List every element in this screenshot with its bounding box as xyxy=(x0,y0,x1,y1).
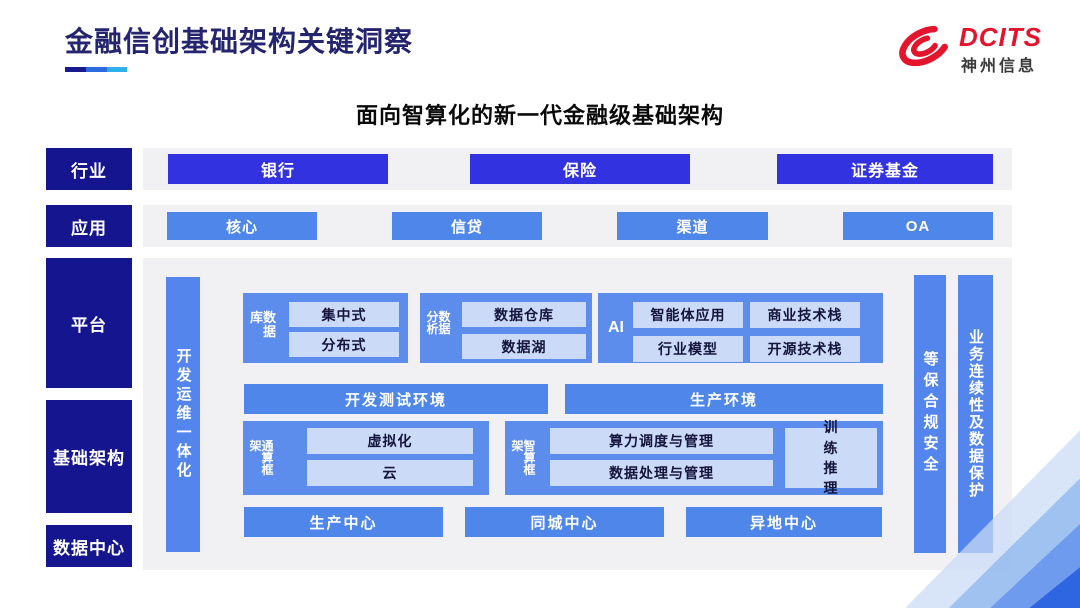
compute-item-virtualization: 虚拟化 xyxy=(307,428,473,454)
application-item-oa: OA xyxy=(843,212,993,240)
compliance-security-bar: 等保合规安全 xyxy=(914,275,946,553)
row-label-platform: 平台 xyxy=(46,258,132,388)
application-item-credit: 信贷 xyxy=(392,212,542,240)
application-item-core: 核心 xyxy=(167,212,317,240)
ai-item-industry-model: 行业模型 xyxy=(633,336,743,362)
row-label-application: 应用 xyxy=(46,205,132,247)
industry-item-bank: 银行 xyxy=(168,154,388,184)
env-bar-production: 生产环境 xyxy=(565,384,883,414)
ai-compute-group: 智算框架 算力调度与管理 数据处理与管理 训练推理 xyxy=(505,419,883,496)
continuity-protection-label: 业务连续性及数据保护 xyxy=(967,329,984,499)
ai-group-label: AI xyxy=(608,319,624,336)
center-bar-remote: 异地中心 xyxy=(686,507,882,537)
general-compute-group: 通算框架 虚拟化 云 xyxy=(243,421,489,495)
env-bar-devtest: 开发测试环境 xyxy=(244,384,548,414)
center-bar-same-city: 同城中心 xyxy=(465,507,664,537)
analytics-item-data-warehouse: 数据仓库 xyxy=(462,302,586,327)
row-label-infrastructure: 基础架构 xyxy=(46,400,132,513)
training-inference-label: 训练推理 xyxy=(823,419,839,497)
aicompute-item-training-inference: 训练推理 xyxy=(785,419,877,496)
ai-item-opensource-stack: 开源技术栈 xyxy=(750,336,860,362)
logo-brand-text: DCITS xyxy=(959,22,1042,52)
logo-swirl-icon xyxy=(899,25,951,67)
general-compute-group-label: 通算框架 xyxy=(248,439,274,476)
center-bar-production: 生产中心 xyxy=(244,507,443,537)
data-analytics-group-label: 数据分析 xyxy=(425,310,451,335)
ai-item-commercial-stack: 商业技术栈 xyxy=(750,302,860,328)
data-analytics-group: 数据分析 数据仓库 数据湖 xyxy=(420,293,592,363)
page-title: 金融信创基础架构关键洞察 xyxy=(65,26,414,57)
continuity-protection-bar: 业务连续性及数据保护 xyxy=(958,275,993,553)
logo-company-text: 神州信息 xyxy=(961,58,1038,75)
diagram-title: 面向智算化的新一代金融级基础架构 xyxy=(355,103,724,128)
title-underline-segment-dark xyxy=(65,67,86,72)
industry-item-insurance: 保险 xyxy=(470,154,690,184)
database-group-label: 数据库 xyxy=(248,310,276,339)
compute-item-cloud: 云 xyxy=(307,460,473,486)
row-label-industry: 行业 xyxy=(46,148,132,190)
title-underline-segment-mid xyxy=(86,67,107,72)
devops-vertical-bar: 开发运维一体化 xyxy=(166,277,200,552)
database-item-distributed: 分布式 xyxy=(289,332,399,357)
aicompute-item-scheduling: 算力调度与管理 xyxy=(550,428,773,454)
ai-group: AI 智能体应用 商业技术栈 行业模型 开源技术栈 xyxy=(598,293,883,363)
devops-bar-label: 开发运维一体化 xyxy=(174,348,192,481)
application-item-channel: 渠道 xyxy=(617,212,768,240)
company-logo: DCITS 神州信息 xyxy=(895,18,1045,76)
database-group: 数据库 集中式 分布式 xyxy=(243,293,408,363)
analytics-item-data-lake: 数据湖 xyxy=(462,334,586,359)
title-underline-segment-light xyxy=(107,67,127,72)
industry-item-securities-fund: 证券基金 xyxy=(777,154,993,184)
compliance-security-label: 等保合规安全 xyxy=(921,351,939,477)
aicompute-item-data-mgmt: 数据处理与管理 xyxy=(550,460,773,486)
ai-compute-group-label: 智算框架 xyxy=(510,439,536,476)
database-item-centralized: 集中式 xyxy=(289,302,399,327)
row-label-datacenter: 数据中心 xyxy=(46,525,132,567)
ai-item-agent-app: 智能体应用 xyxy=(633,302,743,328)
